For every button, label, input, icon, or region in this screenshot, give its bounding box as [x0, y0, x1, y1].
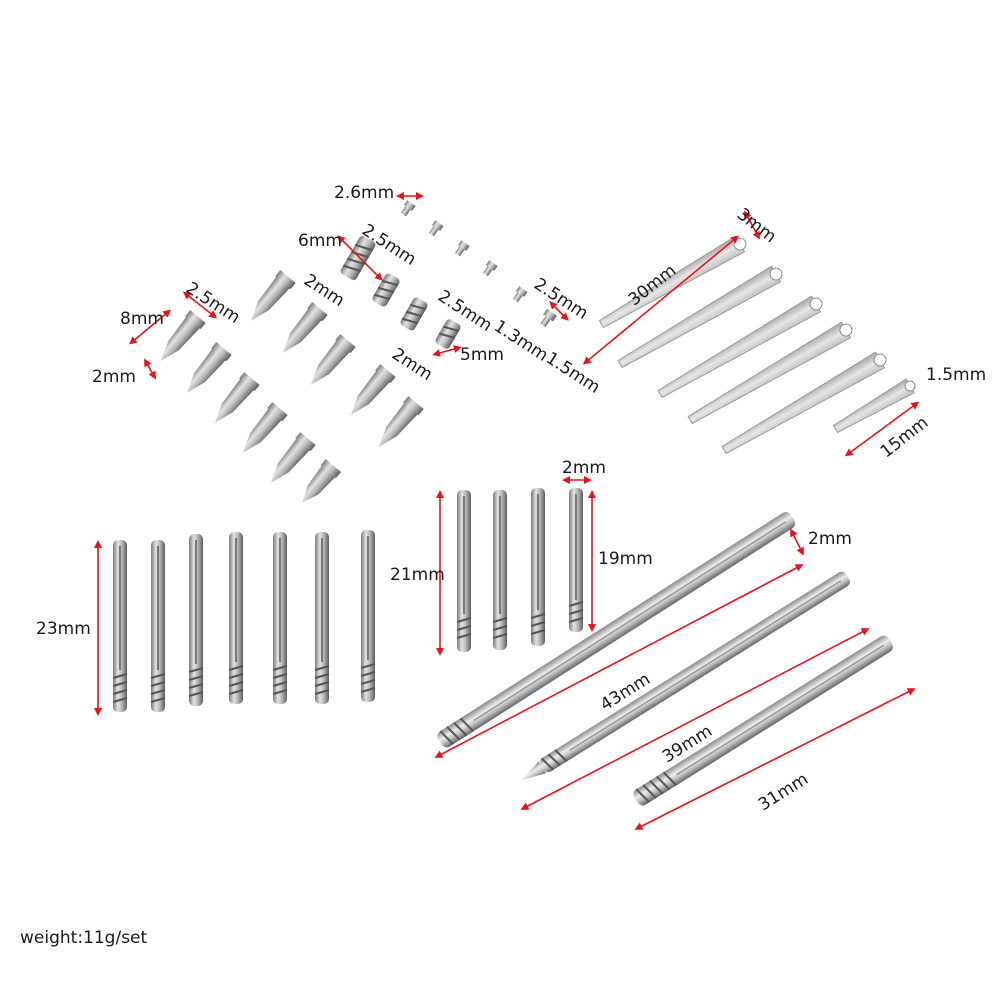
label-2mm-pin: 2mm — [562, 458, 606, 478]
pins-21mm-group — [436, 476, 596, 656]
label-8mm: 8mm — [120, 309, 164, 329]
label-19mm: 19mm — [598, 549, 653, 569]
label-21mm: 21mm — [390, 565, 445, 585]
label-23mm: 23mm — [36, 619, 91, 639]
label-2mm-rod: 2mm — [808, 529, 852, 549]
label-2mm-b: 2mm — [92, 367, 136, 387]
label-2-6mm: 2.6mm — [334, 183, 395, 203]
dimension-lines — [128, 192, 920, 457]
long-rods-group — [434, 512, 916, 830]
pins-23mm-group — [94, 530, 376, 716]
label-1-5mm-b: 1.5mm — [926, 365, 987, 385]
label-5mm: 5mm — [460, 345, 504, 365]
spring-strips-group — [598, 235, 916, 455]
weight-note: weight:11g/set — [20, 928, 148, 948]
label-6mm: 6mm — [298, 231, 342, 251]
